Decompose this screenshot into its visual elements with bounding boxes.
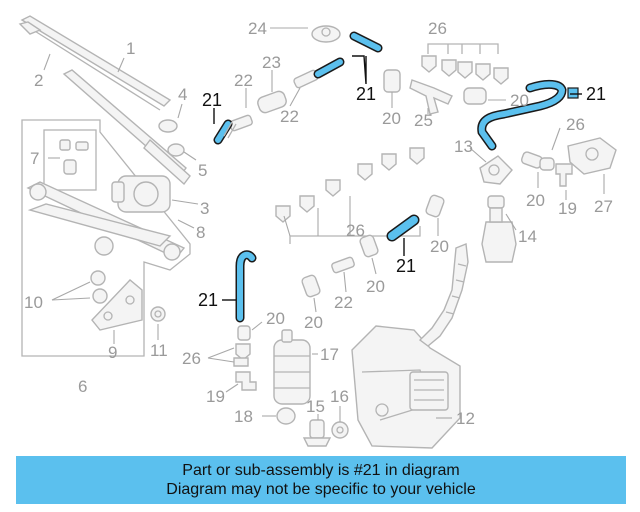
hose-21-top-a [313,57,345,79]
connector-22-mid-part [331,256,355,293]
callout-8: 8 [196,223,205,242]
leader-21-top [352,55,367,85]
filler-neck-part [418,243,469,347]
hose-21-top-b [349,31,383,53]
callout-24: 24 [248,19,267,38]
banner-line-2: Diagram may not be specific to your vehi… [166,481,476,498]
wiper-arm-part [62,69,191,186]
callout-20f: 20 [304,313,323,332]
callout-20d: 20 [430,237,449,256]
callout-20g: 20 [266,309,285,328]
hose-20-part [383,69,506,108]
info-banner: Part or sub-assembly is #21 in diagram D… [16,456,626,504]
nut-11-part [150,306,166,322]
callout-5: 5 [198,161,207,180]
callout-12: 12 [456,409,475,428]
callout-26c: 26 [346,221,365,240]
parts-diagram: 1 2 3 4 5 6 7 8 9 10 11 12 13 14 15 16 1… [18,15,617,449]
connector-20b-part [520,151,555,188]
grommet-18-part [262,407,296,425]
callout-17: 17 [320,345,339,364]
hose-21-left [213,119,237,145]
clip-26-mid-part [275,147,425,244]
callout-13: 13 [454,137,473,156]
seal-16-part [331,406,349,439]
callout-22a: 22 [234,71,253,90]
callout-15: 15 [306,397,325,416]
bracket-part [91,279,143,331]
callout-19b: 19 [558,199,577,218]
hose-21-lower-left [235,250,257,323]
nut-box [43,129,97,191]
callout-9: 9 [108,343,117,362]
clip-26-top-part [421,43,509,85]
callout-26d: 26 [182,349,201,368]
linkage-frame [21,119,191,357]
callout-1: 1 [126,39,135,58]
callout-26a: 26 [428,19,447,38]
grommet-part [90,270,108,304]
sleeve-23-part [257,70,287,114]
callout-27: 27 [594,197,613,216]
callout-25: 25 [414,111,433,130]
hose-20-mid-part [301,194,445,313]
callout-18: 18 [234,407,253,426]
callout-21-left: 21 [202,90,222,110]
callout-10: 10 [24,293,43,312]
nut-part [59,139,89,175]
wiper-blade-part [18,15,172,111]
callout-20a: 20 [382,109,401,128]
hose-21-middle [386,214,420,242]
callout-7: 7 [30,149,39,168]
callout-20e: 20 [366,277,385,296]
hose-21-right-curve [477,79,579,151]
callout-22b: 22 [280,107,299,126]
reservoir-12-part [351,325,461,449]
callout-4: 4 [178,85,187,104]
nozzle-27-part [567,137,617,194]
filler-cap-14-part [481,195,517,263]
callout-21-middle: 21 [396,256,416,276]
callout-2: 2 [34,71,43,90]
cap-24-part [311,25,341,43]
elbow-19-part [225,371,257,393]
tee-19-part [555,163,573,200]
pump-17-part [273,329,318,405]
callout-21-lower: 21 [198,290,218,310]
callout-6: 6 [78,377,87,396]
callout-16: 16 [330,387,349,406]
callout-23: 23 [262,53,281,72]
callout-14: 14 [518,227,537,246]
callout-22c: 22 [334,293,353,312]
clip-26-low-part [207,343,251,367]
connector-20c-part [237,321,263,341]
callout-19a: 19 [206,387,225,406]
callout-26b: 26 [566,115,585,134]
callout-21-top: 21 [356,84,376,104]
banner-line-1: Part or sub-assembly is #21 in diagram [182,462,460,479]
nozzle-13-part [469,147,513,185]
cap-part [158,103,183,133]
callout-20c: 20 [526,191,545,210]
callout-21-right: 21 [586,84,606,104]
callout-3: 3 [200,199,209,218]
wiper-motor-part [111,175,171,213]
nut-5-part [167,143,197,161]
tee-25-part [409,79,453,115]
callout-20b: 20 [510,91,529,110]
callout-11: 11 [150,341,168,360]
linkage-part [26,181,186,261]
sensor-15-part [302,414,332,447]
